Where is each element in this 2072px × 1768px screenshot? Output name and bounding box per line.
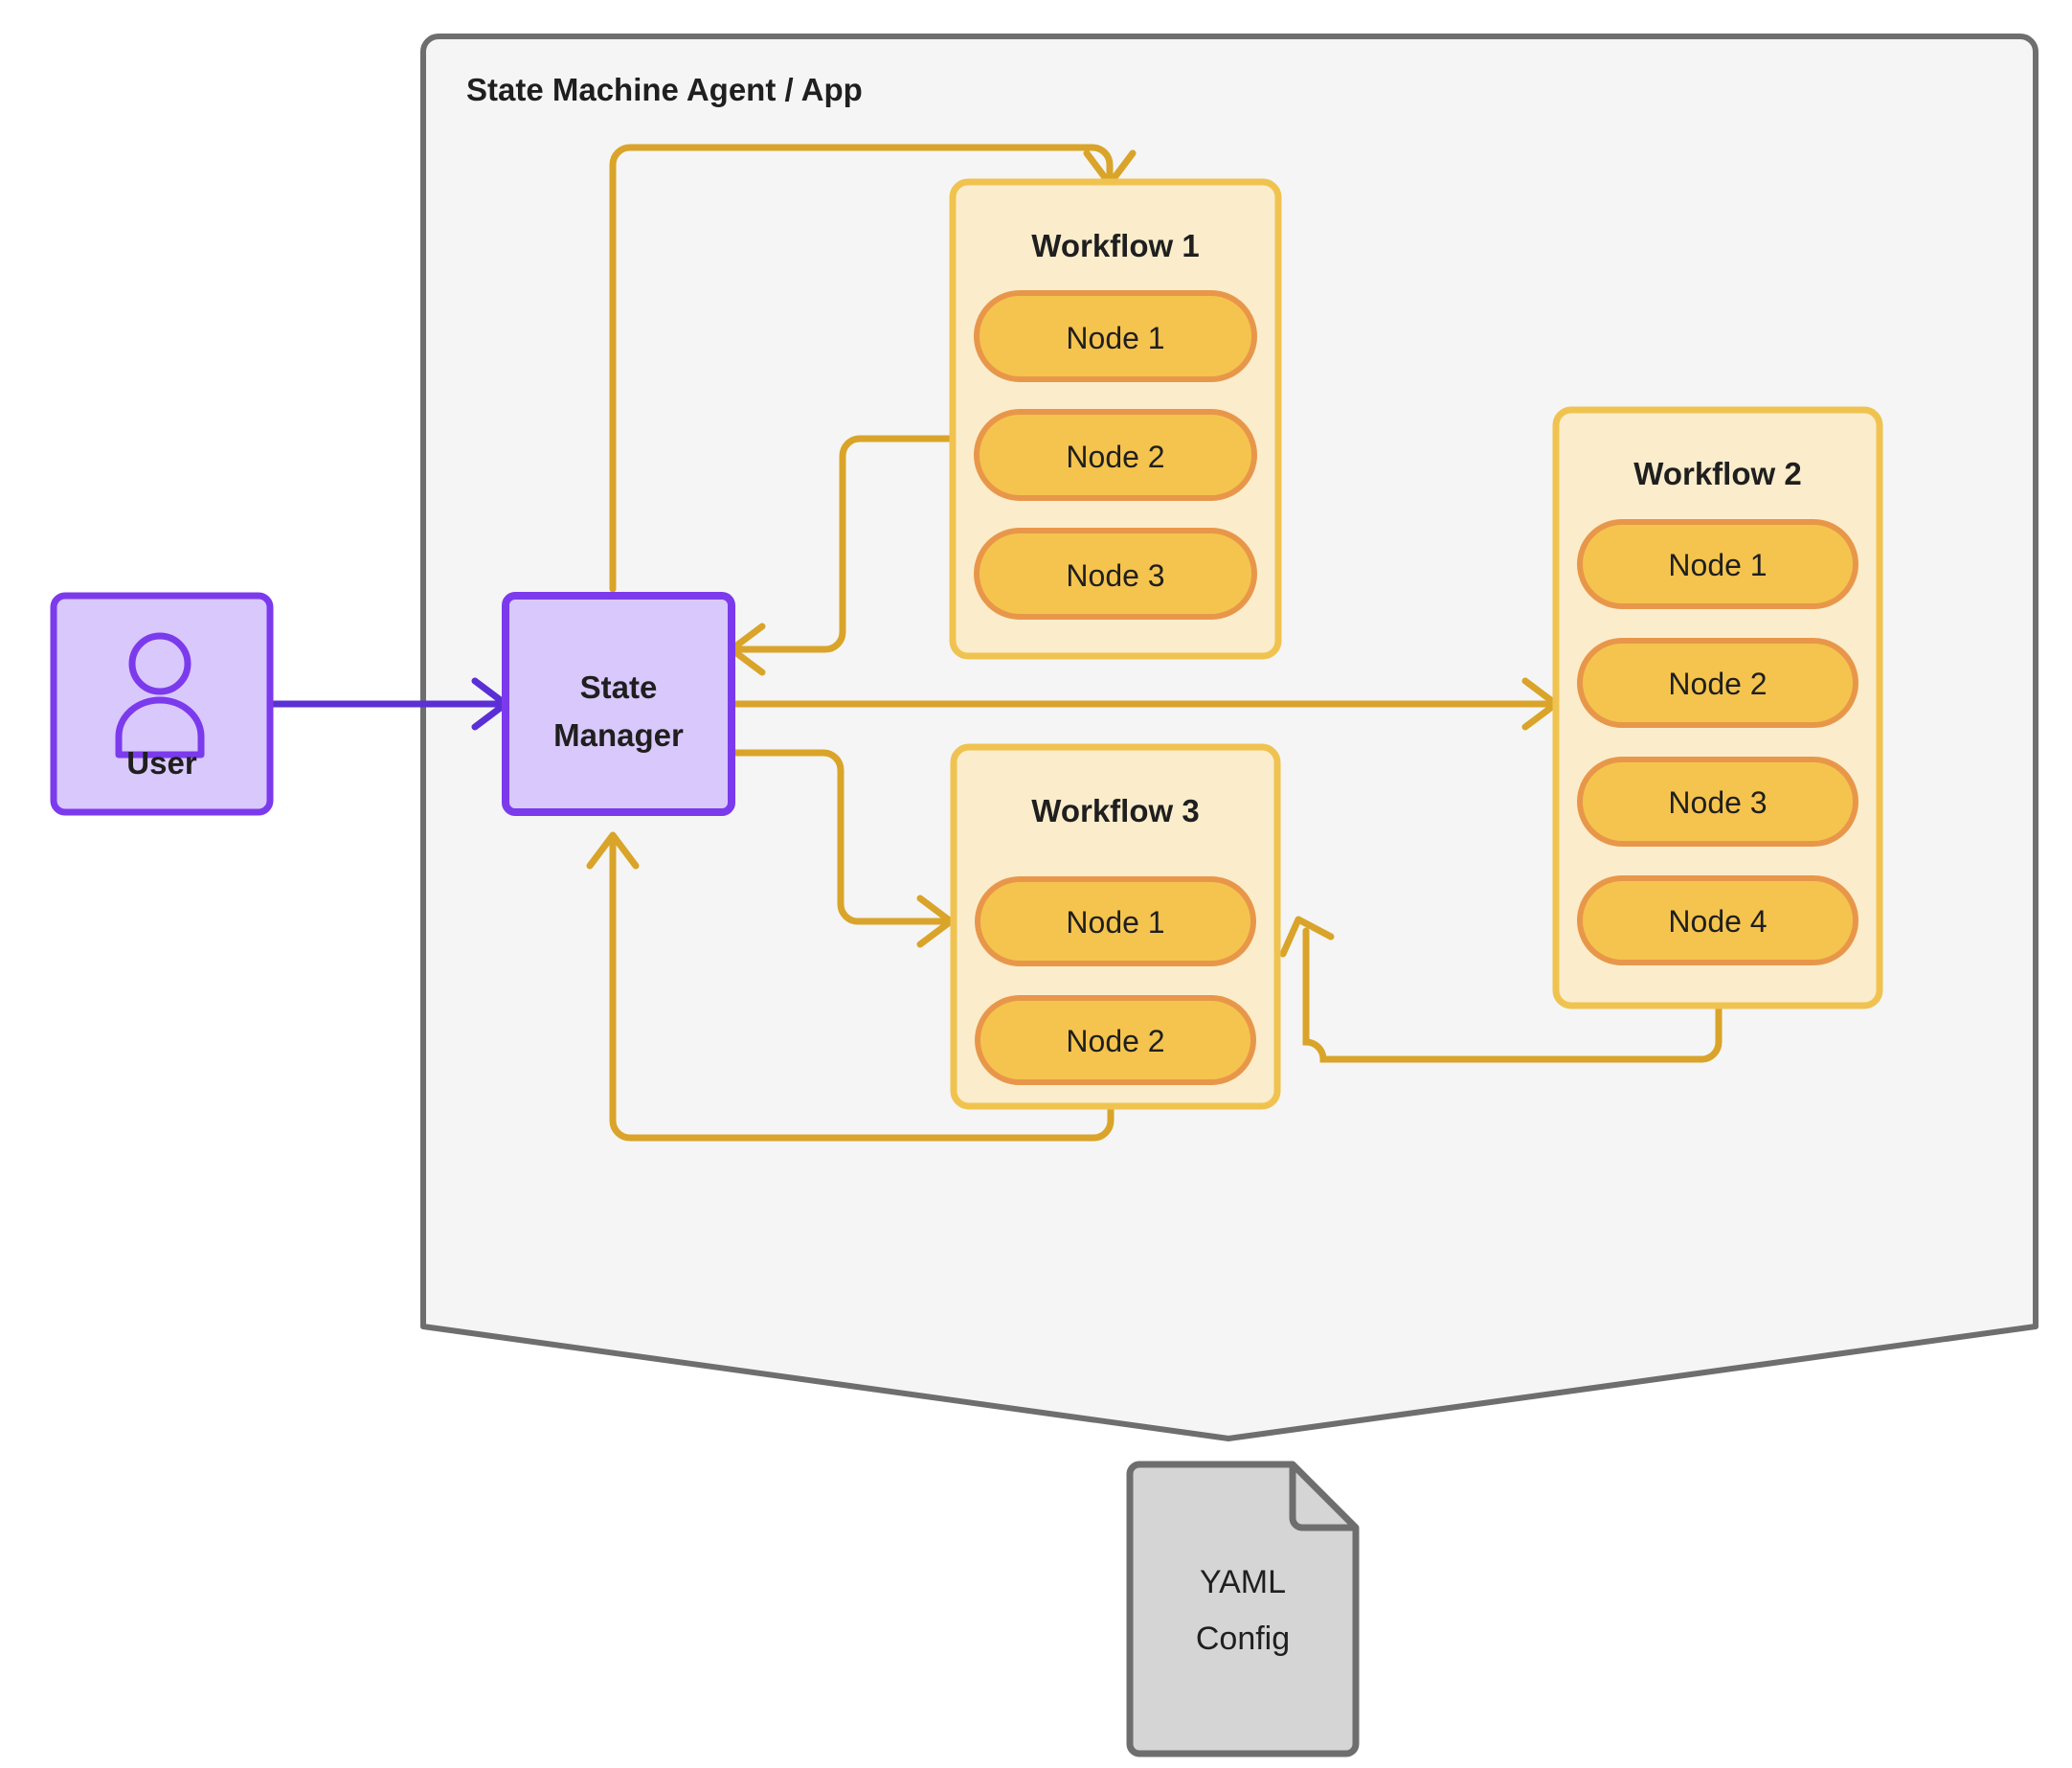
user-label: User — [126, 745, 197, 781]
state-manager-background — [502, 592, 735, 816]
workflow-3-title: Workflow 3 — [1031, 793, 1199, 828]
node-shape — [975, 876, 1256, 966]
node-shape — [975, 995, 1256, 1085]
arrowhead-up-icon — [586, 831, 640, 870]
node-shape — [1577, 638, 1858, 728]
container-outline — [420, 34, 2038, 1441]
node-label: Node 1 — [1668, 548, 1767, 582]
node-shape — [974, 290, 1257, 382]
workflow-2-node-1[interactable]: Node 1 — [1577, 519, 1858, 609]
user-icon — [115, 632, 205, 759]
page-fold-icon — [1289, 1464, 1356, 1531]
user-box[interactable]: User — [50, 592, 274, 816]
container-title: State Machine Agent / App — [466, 72, 863, 107]
node-shape — [1577, 875, 1858, 965]
workflow-2-node-3[interactable]: Node 3 — [1577, 757, 1858, 847]
state-manager-label-line2: Manager — [553, 717, 684, 753]
workflow-1-node-2[interactable]: Node 2 — [974, 409, 1257, 501]
workflow-2-node-4[interactable]: Node 4 — [1577, 875, 1858, 965]
workflow-2-title: Workflow 2 — [1633, 456, 1801, 491]
yaml-config-label-line1: YAML — [1200, 1564, 1286, 1600]
node-shape — [1577, 757, 1858, 847]
workflow-1-node-1[interactable]: Node 1 — [974, 290, 1257, 382]
yaml-config-shape — [1126, 1461, 1360, 1757]
workflow-1-title: Workflow 1 — [1031, 228, 1199, 263]
user-box-background — [50, 592, 274, 816]
connector-workflow-3-to-state-manager — [586, 831, 1115, 1142]
node-label: Node 2 — [1066, 440, 1164, 474]
node-shape — [974, 409, 1257, 501]
state-manager-label-line1: State — [580, 669, 658, 705]
node-label: Node 3 — [1668, 785, 1767, 820]
state-manager-box[interactable]: State Manager — [502, 592, 735, 816]
node-shape — [1577, 519, 1858, 609]
node-label: Node 3 — [1066, 558, 1164, 593]
workflow-3-node-2[interactable]: Node 2 — [975, 995, 1256, 1085]
node-label: Node 2 — [1668, 667, 1767, 701]
yaml-config-label-line2: Config — [1196, 1621, 1290, 1657]
node-shape — [974, 528, 1257, 620]
arrowhead-upleft-icon — [1279, 916, 1335, 958]
workflow-2-node-2[interactable]: Node 2 — [1577, 638, 1858, 728]
node-label: Node 1 — [1066, 905, 1164, 940]
workflow-1-node-3[interactable]: Node 3 — [974, 528, 1257, 620]
workflow-2-box[interactable]: Workflow 2 Node 1 Node 2 Node 3 Node 4 — [1552, 406, 1883, 1009]
node-label: Node 2 — [1066, 1024, 1164, 1058]
workflow-1-box[interactable]: Workflow 1 Node 1 Node 2 Node 3 — [949, 178, 1282, 660]
connector-workflow-2-to-workflow-3 — [1279, 916, 1723, 1063]
workflow-3-box[interactable]: Workflow 3 Node 1 Node 2 — [950, 743, 1281, 1110]
workflow-3-node-1[interactable]: Node 1 — [975, 876, 1256, 966]
yaml-config-document[interactable]: YAML Config — [1126, 1461, 1360, 1757]
node-label: Node 1 — [1066, 321, 1164, 355]
node-label: Node 4 — [1668, 904, 1767, 939]
state-machine-container: State Machine Agent / App — [420, 34, 2038, 1441]
